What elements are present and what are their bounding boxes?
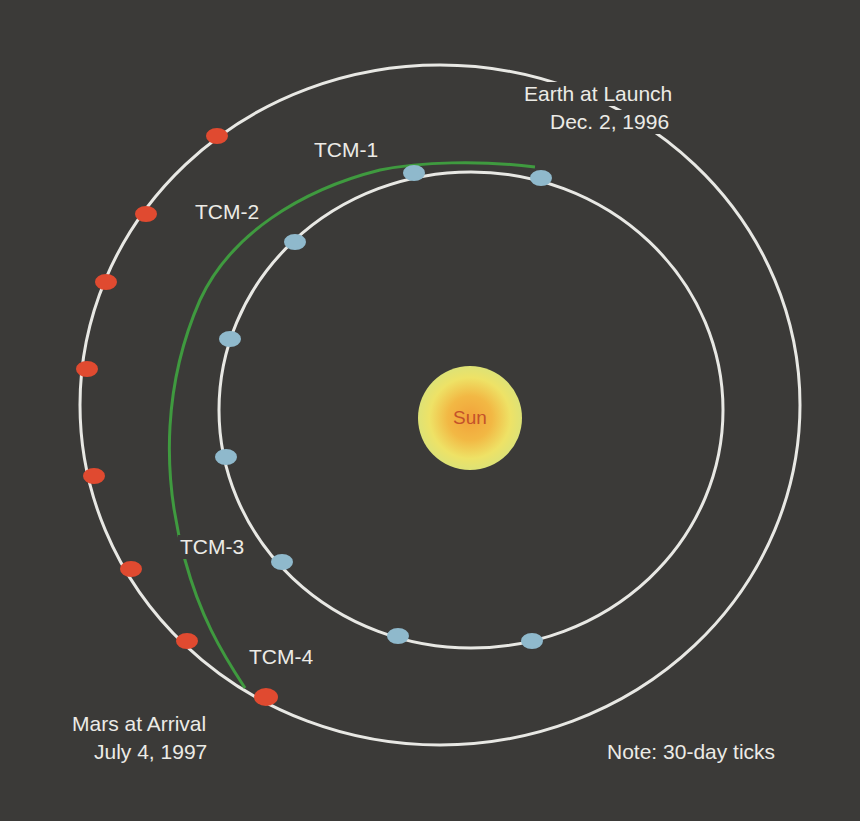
mars-orbit [80, 65, 800, 745]
maneuver-label: TCM-2 [193, 200, 261, 224]
event-label: Dec. 2, 1996 [548, 110, 671, 134]
event-label: Earth at Launch [522, 82, 674, 106]
earth-orbit [219, 172, 723, 648]
note-text: Note: 30-day ticks [605, 740, 777, 764]
maneuver-label: TCM-4 [247, 645, 315, 669]
event-label: July 4, 1997 [92, 740, 209, 764]
sun-label: Sun [453, 407, 487, 429]
transfer-trajectory [169, 163, 535, 688]
maneuver-label: TCM-1 [312, 138, 380, 162]
maneuver-label: TCM-3 [178, 535, 246, 559]
sun-circle: Sun [418, 366, 522, 470]
mars-ticks [76, 128, 278, 706]
event-label: Mars at Arrival [70, 712, 208, 736]
earth-ticks [215, 165, 552, 649]
